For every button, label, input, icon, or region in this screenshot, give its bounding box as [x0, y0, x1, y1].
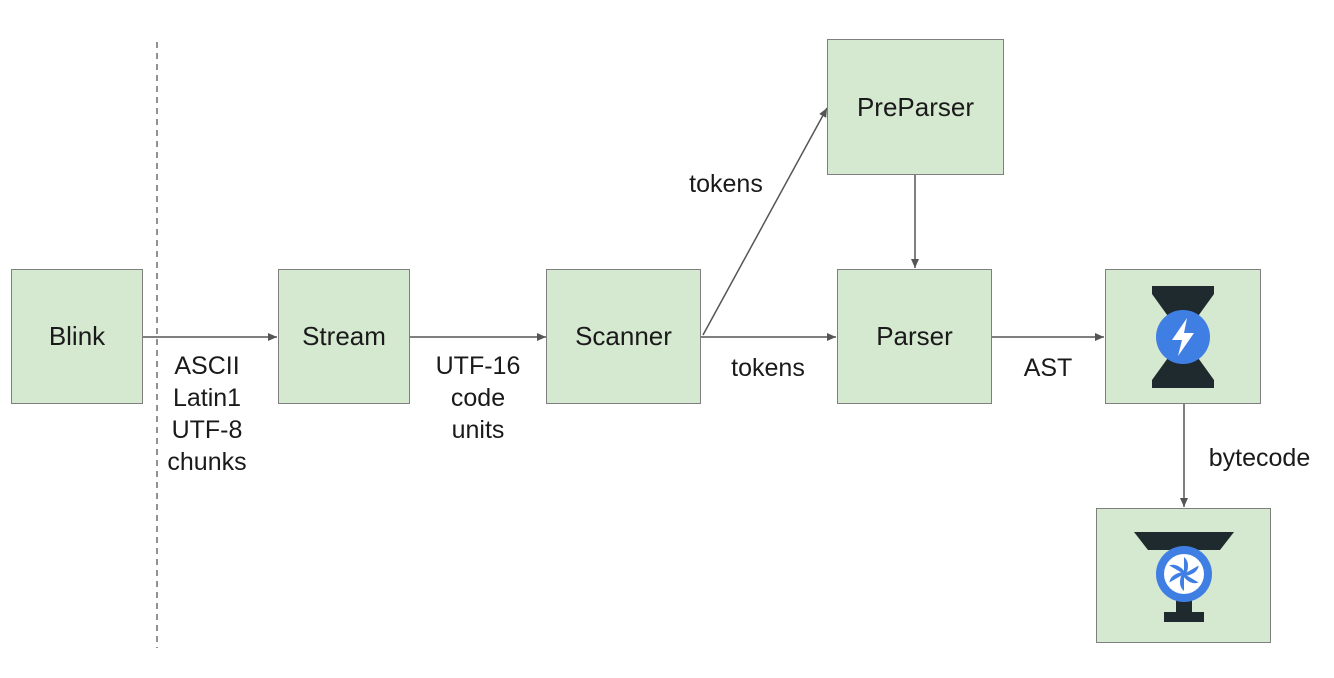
- blink-stream-encoding-label: ASCII Latin1 UTF-8 chunks: [157, 350, 257, 478]
- stream-node: Stream: [278, 269, 410, 404]
- preparser-node: PreParser: [827, 39, 1004, 175]
- encoding-line-1: ASCII: [174, 352, 240, 380]
- utf16-line-3: units: [451, 416, 505, 444]
- parser-label: Parser: [876, 321, 953, 351]
- utf16-line-1: UTF-16: [435, 352, 521, 380]
- preparser-label: PreParser: [856, 91, 975, 122]
- scanner-label: Scanner: [575, 321, 672, 351]
- ignition-node: [1105, 269, 1261, 404]
- parser-node: Parser: [837, 269, 992, 404]
- ignition-logo-icon: [1152, 285, 1214, 388]
- blink-label: Blink: [48, 321, 106, 351]
- ignition-turbofan-bytecode-label: bytecode: [1208, 444, 1311, 472]
- utf16-line-2: code: [450, 384, 506, 412]
- arrow-scanner-preparser: [702, 107, 828, 336]
- turbofan-node: [1096, 508, 1271, 643]
- scanner-preparser-tokens-label: tokens: [689, 170, 763, 198]
- turbofan-logo-icon: [1133, 531, 1234, 622]
- parser-ignition-ast-label: AST: [1023, 354, 1073, 382]
- encoding-line-3: UTF-8: [171, 416, 243, 444]
- stream-scanner-label: UTF-16 code units: [418, 350, 538, 446]
- stream-label: Stream: [302, 321, 386, 351]
- scanner-node: Scanner: [546, 269, 701, 404]
- encoding-line-2: Latin1: [172, 384, 242, 412]
- scanner-parser-tokens-label: tokens: [731, 354, 805, 382]
- encoding-line-4: chunks: [167, 448, 247, 476]
- blink-node: Blink: [11, 269, 143, 404]
